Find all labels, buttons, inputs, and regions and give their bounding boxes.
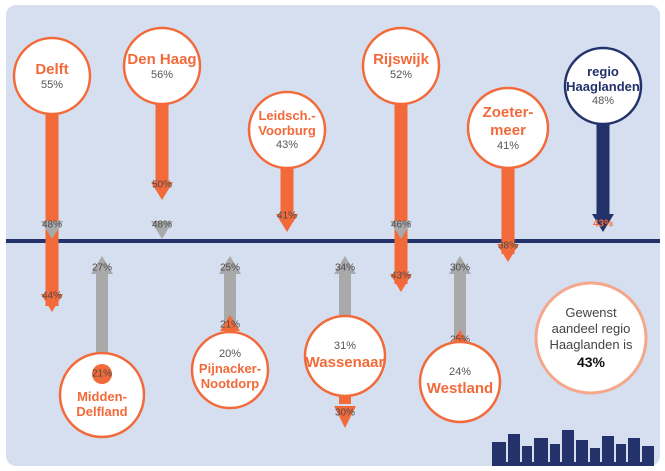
arrow-end-label: 25%: [220, 263, 240, 274]
arrow-end-label: 30%: [450, 263, 470, 274]
mid-value-label: 46%: [391, 220, 411, 231]
mid-value-label: 21%: [220, 320, 240, 331]
arrow-head: [390, 274, 412, 292]
skyline-building: [576, 440, 588, 466]
target-note: Gewenst aandeel regio Haaglanden is 43%: [531, 288, 651, 388]
skyline-building: [628, 438, 640, 466]
arrow-head: [334, 406, 356, 428]
skyline-building: [550, 444, 560, 466]
extra-value-label: 30%: [335, 408, 355, 419]
arrow-head: [497, 244, 519, 262]
gray-marker: [390, 221, 412, 239]
gray-arrow-head: [91, 256, 113, 274]
gray-arrow-shaft: [224, 272, 236, 332]
gray-marker: [41, 221, 63, 239]
gray-arrow-head: [219, 256, 241, 274]
skyline-building: [562, 430, 574, 466]
target-note-value: 43%: [576, 353, 606, 370]
skyline-building: [642, 446, 654, 466]
skyline-building: [602, 436, 614, 466]
value-circle: [190, 330, 270, 410]
arrow-shaft: [45, 114, 59, 306]
arrow-end-label: 34%: [335, 263, 355, 274]
orange-marker: [220, 315, 240, 331]
value-circle: [122, 26, 202, 106]
arrow-end-label: 38%: [498, 241, 518, 252]
gray-marker: [151, 221, 173, 239]
mid-value-label: 25%: [450, 335, 470, 346]
value-circle: [418, 340, 502, 424]
dot-marker: [92, 364, 112, 384]
value-circle: [247, 90, 327, 170]
arrow-head: [151, 182, 173, 200]
gray-arrow-shaft: [96, 272, 108, 353]
target-note-line3: Haaglanden is: [549, 337, 633, 353]
skyline-building: [590, 448, 600, 466]
skyline-building: [534, 438, 548, 466]
arrow-shaft: [501, 168, 515, 254]
value-circle: [466, 86, 550, 170]
mid-value-label: 48%: [152, 220, 172, 231]
skyline-building: [508, 434, 520, 466]
target-note-circle: [534, 281, 648, 395]
target-note-line2: aandeel regio: [551, 321, 631, 337]
arrow-end-label: 43%: [391, 271, 411, 282]
arrow-end-label: 27%: [92, 263, 112, 274]
arrow-end-label: 41%: [277, 211, 297, 222]
value-circle: [303, 314, 387, 398]
skyline-icon: [492, 430, 654, 466]
value-circle: [58, 351, 146, 439]
baseline: [6, 239, 660, 243]
value-circle: [12, 36, 92, 116]
arrow-shaft: [596, 124, 610, 222]
value-circle: [563, 46, 643, 126]
skyline-building: [616, 444, 626, 466]
arrow-end-label: 43%: [593, 219, 613, 230]
arrow-end-label: 44%: [42, 291, 62, 302]
arrow-shaft: [280, 168, 294, 222]
gray-arrow-head: [334, 256, 356, 274]
arrow-head: [276, 214, 298, 232]
arrow-end-label: 50%: [152, 180, 172, 191]
circle-value-label: 21%: [92, 369, 112, 380]
target-note-line1: Gewenst: [565, 304, 617, 320]
arrow-shaft: [394, 104, 408, 284]
gray-arrow-shaft: [339, 272, 351, 316]
gray-arrow-shaft: [454, 272, 466, 342]
arrow-head: [41, 294, 63, 312]
skyline-base: [492, 462, 654, 466]
gray-arrow-head: [449, 256, 471, 274]
skyline-building: [492, 442, 506, 466]
arrow-shaft: [339, 396, 351, 404]
value-circle: [361, 26, 441, 106]
arrow-shaft: [155, 104, 169, 190]
arrow-head: [592, 214, 614, 232]
skyline-building: [522, 446, 532, 466]
mid-value-label: 48%: [42, 220, 62, 231]
